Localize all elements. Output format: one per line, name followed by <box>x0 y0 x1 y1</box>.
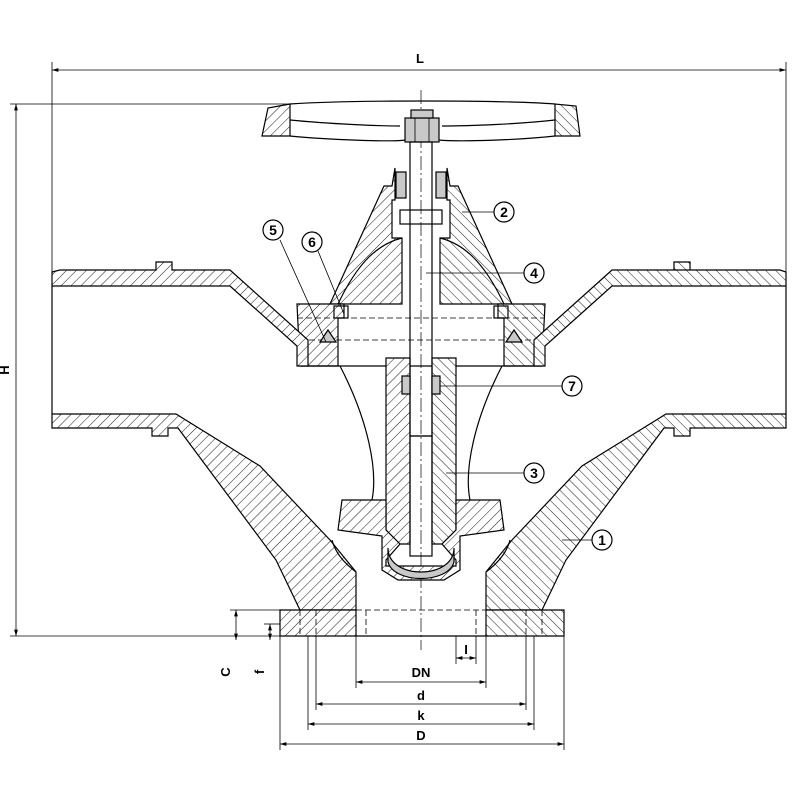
dim-label-f: f <box>252 669 267 674</box>
leader-lines <box>279 211 592 541</box>
callout-3: 3 <box>523 462 545 484</box>
callout-6-label: 6 <box>308 234 316 250</box>
callout-2: 2 <box>493 201 515 223</box>
callout-1-label: 1 <box>598 532 606 548</box>
callout-7-label: 7 <box>568 378 576 394</box>
dim-label-L: L <box>416 51 424 66</box>
dim-label-DN: DN <box>412 665 431 680</box>
valve-body <box>51 261 787 637</box>
callout-7: 7 <box>561 375 583 397</box>
callout-5: 5 <box>262 219 284 241</box>
callout-4: 4 <box>523 262 545 284</box>
callout-3-label: 3 <box>530 465 538 481</box>
dim-label-k: k <box>417 708 425 723</box>
callout-1: 1 <box>591 529 613 551</box>
dim-label-D: D <box>416 728 425 743</box>
dimension-lines <box>10 62 787 750</box>
callout-2-label: 2 <box>500 204 508 220</box>
dim-label-H: H <box>0 365 12 374</box>
callout-4-label: 4 <box>530 265 538 281</box>
disc-holder <box>337 357 505 581</box>
callout-6: 6 <box>301 231 323 253</box>
stem <box>401 141 441 557</box>
dim-label-d: d <box>417 688 425 703</box>
callout-5-label: 5 <box>269 222 277 238</box>
handwheel <box>261 100 581 143</box>
dim-label-I: I <box>464 642 468 657</box>
bonnet <box>329 167 513 305</box>
dim-label-C: C <box>218 667 233 677</box>
